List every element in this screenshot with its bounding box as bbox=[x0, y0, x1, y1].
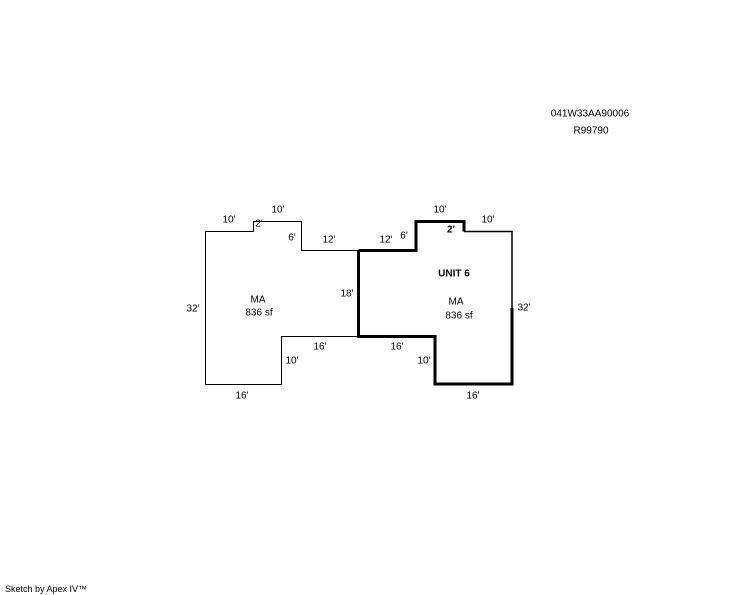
right-area-code: MA bbox=[448, 296, 464, 308]
dimension-label: 32' bbox=[186, 303, 200, 315]
dimension-label: 6' bbox=[288, 232, 296, 244]
dimension-label: 10' bbox=[222, 214, 236, 226]
parcel-id: 041W33AA90006 bbox=[550, 108, 630, 120]
dimension-label: 12' bbox=[322, 234, 336, 246]
account-number: R99790 bbox=[573, 125, 609, 137]
unit-6-outline-thin bbox=[464, 230, 513, 308]
dimension-label: 16' bbox=[235, 390, 249, 402]
dimension-label: 10' bbox=[285, 355, 299, 367]
unit-6-outline-lower bbox=[357, 250, 514, 386]
dimension-label: 16' bbox=[466, 390, 480, 402]
left-unit-outline bbox=[205, 221, 359, 385]
dimension-label: 16' bbox=[313, 341, 327, 353]
unit-title: UNIT 6 bbox=[438, 268, 470, 280]
right-area-size: 836 sf bbox=[445, 310, 473, 322]
dimension-label: 2' bbox=[447, 224, 455, 236]
dimension-label: 18' bbox=[340, 288, 354, 300]
dimension-label: 6' bbox=[400, 230, 408, 242]
dimension-label: 32' bbox=[517, 302, 531, 314]
dimension-label: 10' bbox=[271, 204, 285, 216]
left-area-code: MA bbox=[250, 294, 266, 306]
left-area-size: 836 sf bbox=[245, 307, 273, 319]
dimension-label: 12' bbox=[379, 234, 393, 246]
unit-6-outline bbox=[358, 220, 466, 252]
dimension-label: 2' bbox=[255, 218, 263, 230]
dimension-label: 10' bbox=[481, 214, 495, 226]
sketch-credit: Sketch by Apex IV™ bbox=[5, 584, 88, 594]
dimension-label: 10' bbox=[417, 355, 431, 367]
dimension-label: 16' bbox=[390, 341, 404, 353]
dimension-label: 10' bbox=[433, 204, 447, 216]
